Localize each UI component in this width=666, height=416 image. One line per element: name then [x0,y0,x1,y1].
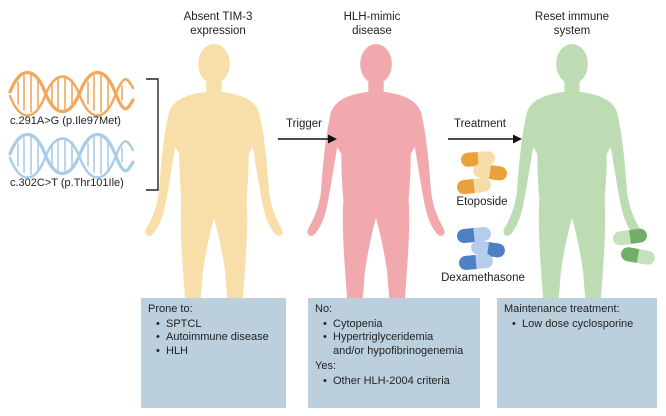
box-prone-to: Prone to: SPTCL Autoimmune disease HLH [141,298,286,408]
variant-bracket [146,78,159,191]
list-item: Cytopenia [315,318,473,332]
dna-helix-blue [8,133,135,179]
box-header: Maintenance treatment: [504,303,620,315]
box-list: Cytopenia Hypertriglyceridemia and/or hy… [315,318,473,359]
box-list: Low dose cyclosporine [504,318,650,332]
column-title-absent-tim3: Absent TIM-3 expression [183,11,253,37]
list-item: HLH [148,345,279,359]
box-header: Yes: [315,360,337,372]
box-list: Other HLH-2004 criteria [315,375,473,389]
list-item: Other HLH-2004 criteria [315,375,473,389]
box-no-yes: No: Cytopenia Hypertriglyceridemia and/o… [308,298,480,408]
column-title-reset-immune: Reset immune system [534,11,610,37]
list-item: Low dose cyclosporine [504,318,650,332]
arrow-trigger [278,134,337,144]
drug-label-dexamethasone: Dexamethasone [441,272,525,284]
drug-label-etoposide: Etoposide [456,196,508,208]
box-list: SPTCL Autoimmune disease HLH [148,318,279,359]
list-item: SPTCL [148,318,279,332]
arrow-label-treatment: Treatment [454,118,506,130]
box-header: No: [315,303,333,315]
capsule-group-dexamethasone [457,226,505,270]
variant-label-1: c.291A>G (p.Ile97Met) [10,115,121,127]
capsule-group-etoposide [457,151,507,195]
list-item: Autoimmune disease [148,331,279,345]
arrow-treatment [448,134,522,144]
column-title-hlh-mimic: HLH-mimic disease [343,11,401,37]
list-item: Hypertriglyceridemia and/or hypofibrinog… [315,331,473,358]
dna-helix-orange [8,71,135,117]
box-header: Prone to: [148,303,193,315]
variant-label-2: c.302C>T (p.Thr101Ile) [10,177,124,189]
arrow-label-trigger: Trigger [286,118,322,130]
box-maintenance: Maintenance treatment: Low dose cyclospo… [497,298,657,408]
capsule-group-maintenance [613,228,655,265]
